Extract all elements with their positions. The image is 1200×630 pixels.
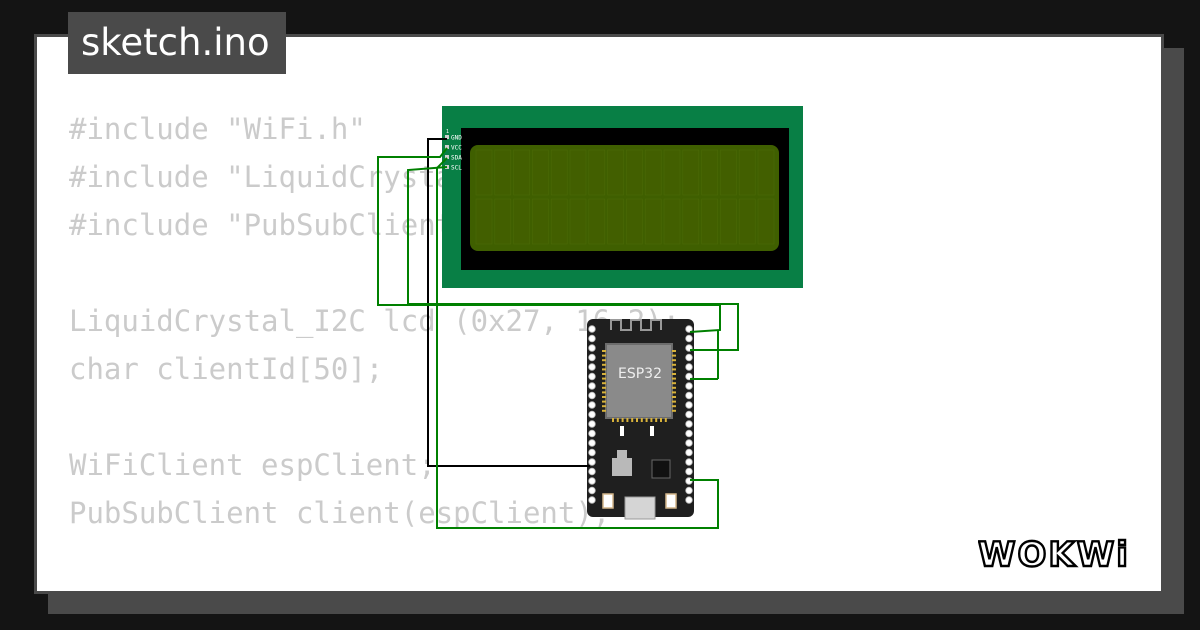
esp32-pin bbox=[685, 486, 693, 495]
lcd-pin-label-sda: SDA bbox=[451, 155, 462, 162]
esp32-pin bbox=[588, 477, 596, 485]
module-pads bbox=[602, 350, 676, 422]
wire-scl bbox=[407, 166, 739, 351]
usb-uart-chip bbox=[651, 459, 671, 479]
esp32-pin bbox=[685, 353, 693, 362]
boot-button[interactable] bbox=[602, 493, 614, 509]
esp32-pin bbox=[685, 496, 693, 504]
esp32-pin bbox=[685, 391, 693, 400]
esp32-pin bbox=[588, 334, 596, 343]
esp32-pin bbox=[588, 401, 596, 409]
esp32-pin bbox=[588, 429, 596, 438]
esp32-pin bbox=[588, 382, 596, 390]
esp32-pin bbox=[685, 325, 693, 333]
esp32-pin bbox=[588, 448, 596, 457]
lcd-pin-number: 1 bbox=[446, 129, 449, 135]
esp32-pin bbox=[588, 372, 596, 381]
antenna-trace bbox=[610, 319, 662, 331]
code-line-5: LiquidCrystal_I2C lcd (0x27, 16,2); bbox=[69, 304, 681, 338]
wiring bbox=[377, 138, 739, 529]
wire-vcc bbox=[377, 147, 721, 333]
esp32-pin bbox=[685, 420, 693, 428]
esp32-board[interactable]: ESP32 bbox=[587, 319, 694, 520]
esp32-pin bbox=[685, 429, 693, 438]
esp32-pin bbox=[685, 334, 693, 343]
lcd-pin-label-gnd: GND bbox=[451, 135, 462, 142]
esp32-pin bbox=[685, 458, 693, 466]
esp32-pin bbox=[588, 467, 596, 476]
lcd-pin bbox=[445, 155, 449, 159]
code-line-9: PubSubClient client(espClient); bbox=[69, 496, 611, 530]
esp32-pin bbox=[685, 401, 693, 409]
lcd-pin bbox=[445, 135, 449, 139]
esp32-pin bbox=[588, 410, 596, 419]
svg-text:WOKWi: WOKWi bbox=[978, 535, 1130, 575]
lcd-display[interactable]: 1 GND VCC SDA SCL bbox=[442, 106, 803, 288]
voltage-regulator bbox=[612, 458, 632, 476]
esp32-pin bbox=[685, 363, 693, 371]
esp32-pin bbox=[588, 325, 596, 333]
lcd-pin-label-scl: SCL bbox=[451, 165, 462, 172]
esp32-pin bbox=[588, 496, 596, 504]
esp32-pin-headers bbox=[588, 325, 693, 504]
esp32-pin bbox=[588, 420, 596, 428]
esp32-pin bbox=[685, 467, 693, 476]
lcd-character-grid bbox=[475, 149, 775, 245]
lcd-pin bbox=[445, 145, 449, 149]
file-tab[interactable]: sketch.ino bbox=[68, 12, 286, 74]
esp32-chip-label: ESP32 bbox=[618, 366, 662, 382]
reset-button[interactable] bbox=[665, 493, 677, 509]
wire-gnd bbox=[427, 138, 590, 467]
esp32-pin bbox=[588, 486, 596, 495]
esp32-pin bbox=[685, 448, 693, 457]
usb-port bbox=[624, 496, 656, 520]
code-line-6: char clientId[50]; bbox=[69, 352, 384, 386]
esp32-pin bbox=[685, 410, 693, 419]
smd-component bbox=[650, 426, 654, 436]
esp32-pin bbox=[588, 353, 596, 362]
wire-sda bbox=[436, 157, 719, 529]
esp32-pin bbox=[588, 344, 596, 352]
lcd-pin-label-vcc: VCC bbox=[451, 145, 462, 152]
esp32-pin bbox=[588, 391, 596, 400]
esp32-pin bbox=[588, 458, 596, 466]
wokwi-logo: WOKWi bbox=[978, 534, 1130, 576]
code-line-1: #include "WiFi.h" bbox=[69, 112, 366, 146]
esp32-pin bbox=[588, 363, 596, 371]
esp32-pin bbox=[685, 439, 693, 447]
esp32-pin bbox=[685, 382, 693, 390]
smd-component bbox=[620, 426, 624, 436]
esp32-pin bbox=[588, 439, 596, 447]
code-line-8: WiFiClient espClient; bbox=[69, 448, 436, 482]
